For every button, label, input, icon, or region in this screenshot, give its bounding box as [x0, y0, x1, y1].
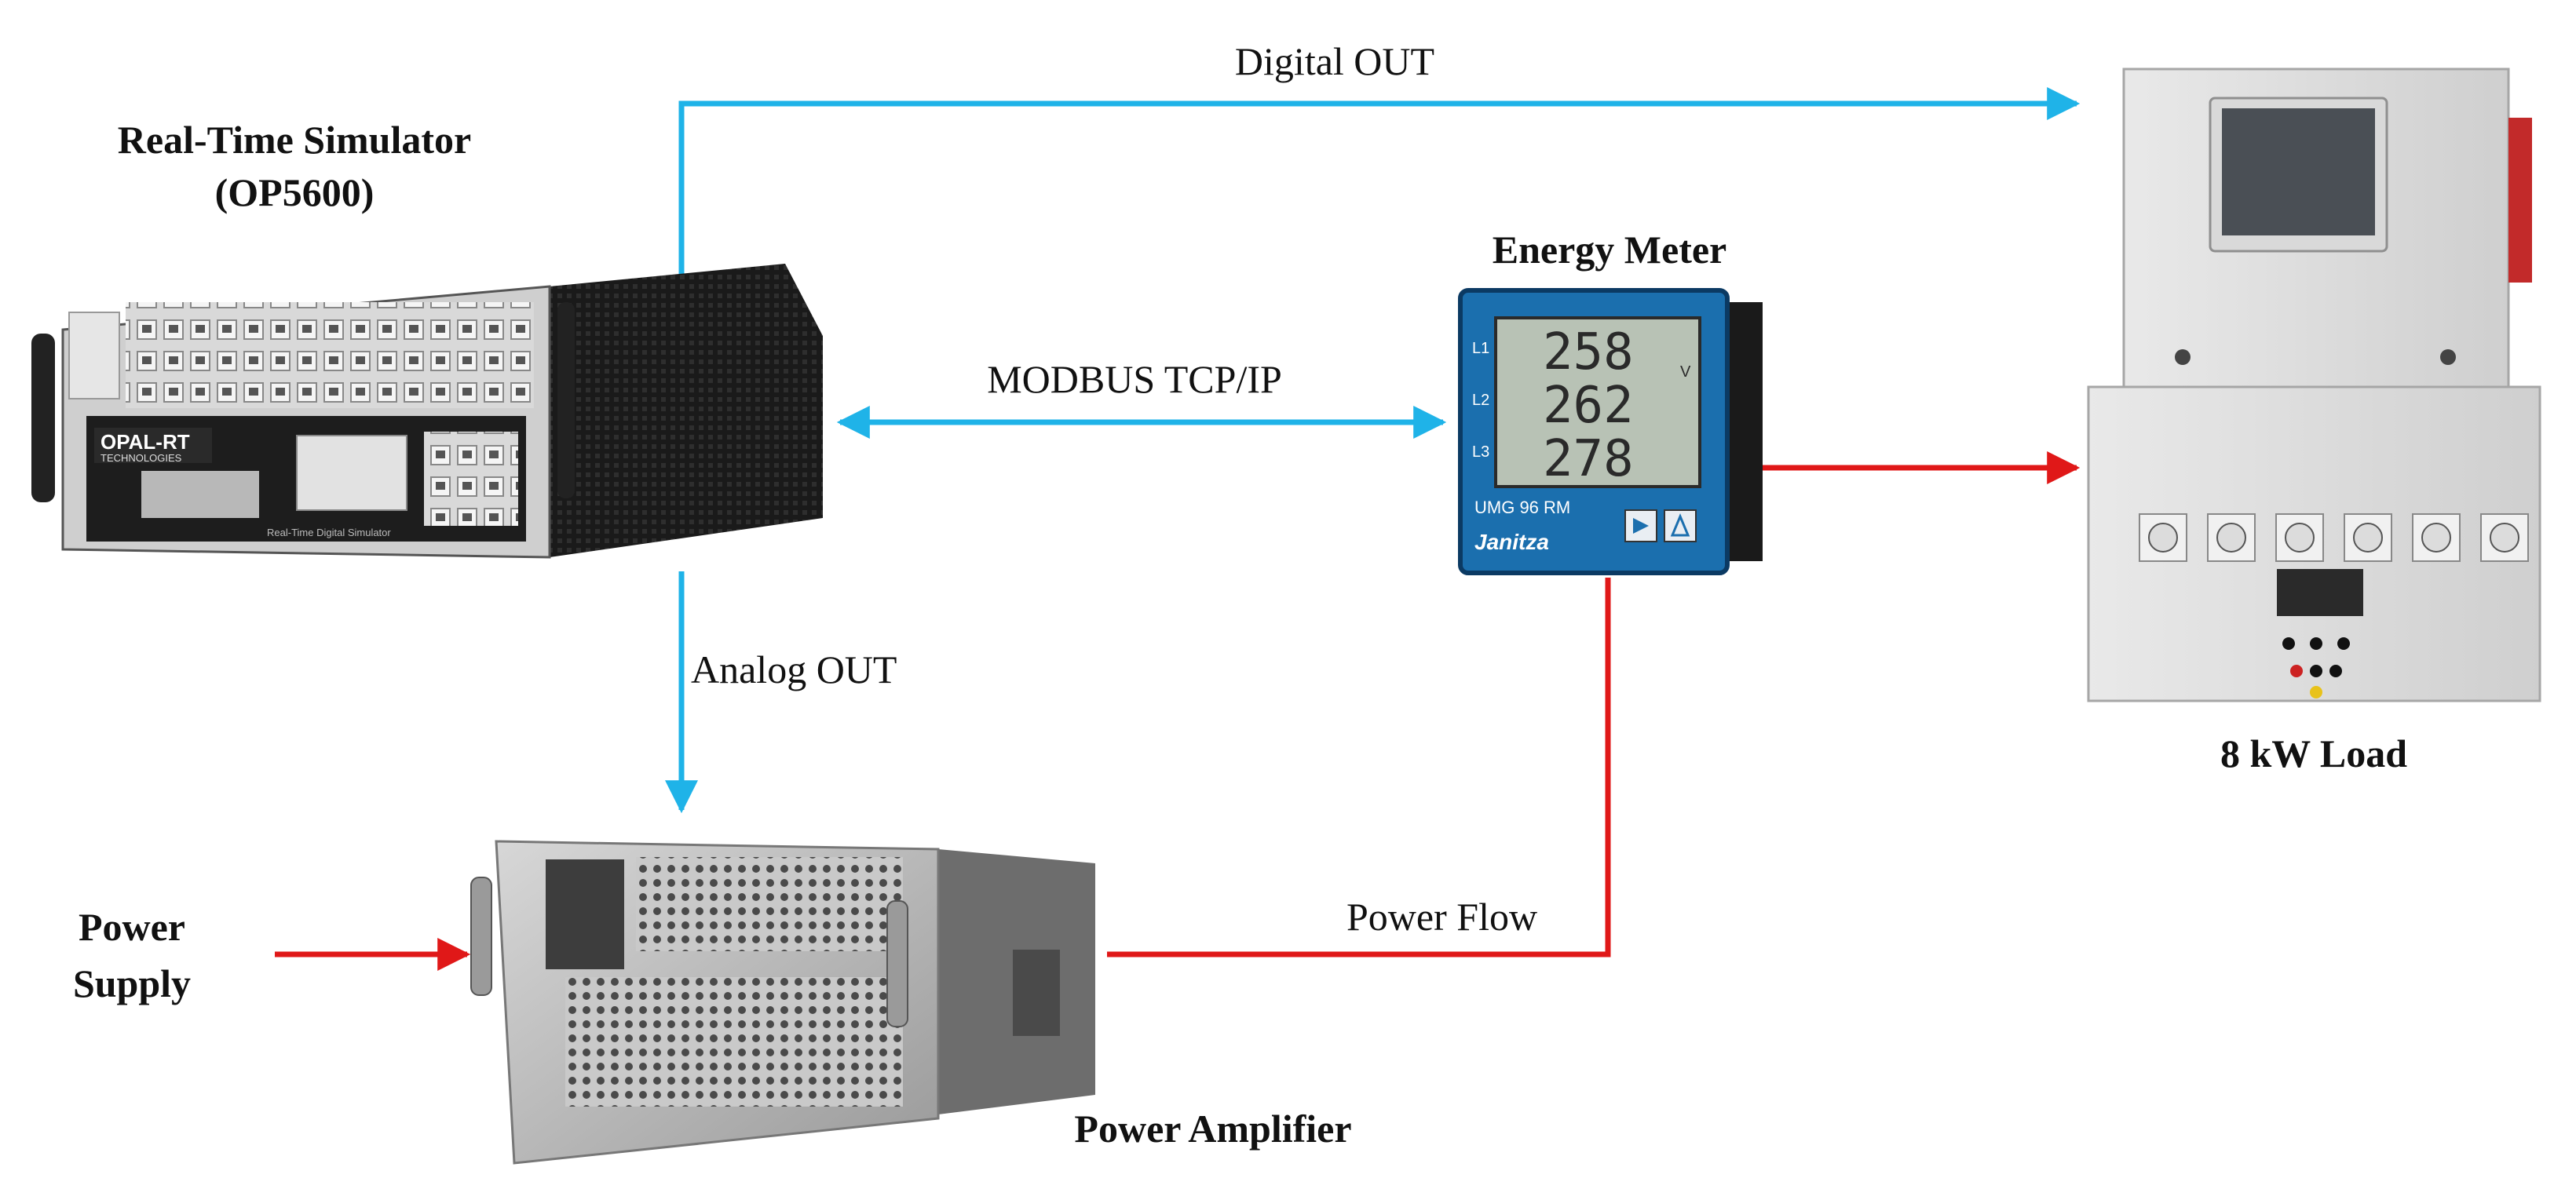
- meter-reading-1: 258: [1543, 323, 1634, 381]
- meter-model: UMG 96 RM: [1474, 498, 1570, 517]
- analog-out-label: Analog OUT: [691, 647, 897, 691]
- power-flow-line: [1107, 578, 1611, 957]
- load-title: 8 kW Load: [2220, 731, 2407, 775]
- meter-reading-2: 262: [1543, 377, 1634, 435]
- simulator-brand-line1: OPAL-RT: [100, 430, 190, 454]
- energy-meter-icon: [1458, 288, 1763, 575]
- load-cabinet-icon: [2087, 67, 2541, 702]
- meter-phase-l3: L3: [1472, 443, 1489, 461]
- power-flow-label: Power Flow: [1346, 895, 1537, 939]
- simulator-title-line1: Real-Time Simulator: [118, 118, 471, 162]
- simulator-title-line2: (OP5600): [215, 170, 375, 214]
- meter-reading-3: 278: [1543, 430, 1634, 488]
- simulator-caption: Real-Time Digital Simulator: [267, 527, 391, 538]
- meter-phase-l1: L1: [1472, 340, 1489, 357]
- power-amplifier-title: Power Amplifier: [1074, 1107, 1351, 1151]
- modbus-label: MODBUS TCP/IP: [987, 357, 1282, 401]
- power-supply-title-line1: Power: [79, 905, 185, 949]
- rack-simulator-icon: [31, 264, 823, 559]
- digital-out-arrow: [678, 87, 2081, 276]
- power-supply-title-line2: Supply: [73, 961, 191, 1005]
- energy-meter-title: Energy Meter: [1493, 228, 1726, 272]
- digital-out-label: Digital OUT: [1235, 39, 1434, 83]
- meter-phase-l2: L2: [1472, 392, 1489, 409]
- meter-brand: Janitza: [1474, 530, 1549, 554]
- power-amplifier-icon: [470, 840, 1095, 1165]
- simulator-brand-line2: TECHNOLOGIES: [100, 452, 182, 464]
- meter-unit: V: [1680, 363, 1691, 381]
